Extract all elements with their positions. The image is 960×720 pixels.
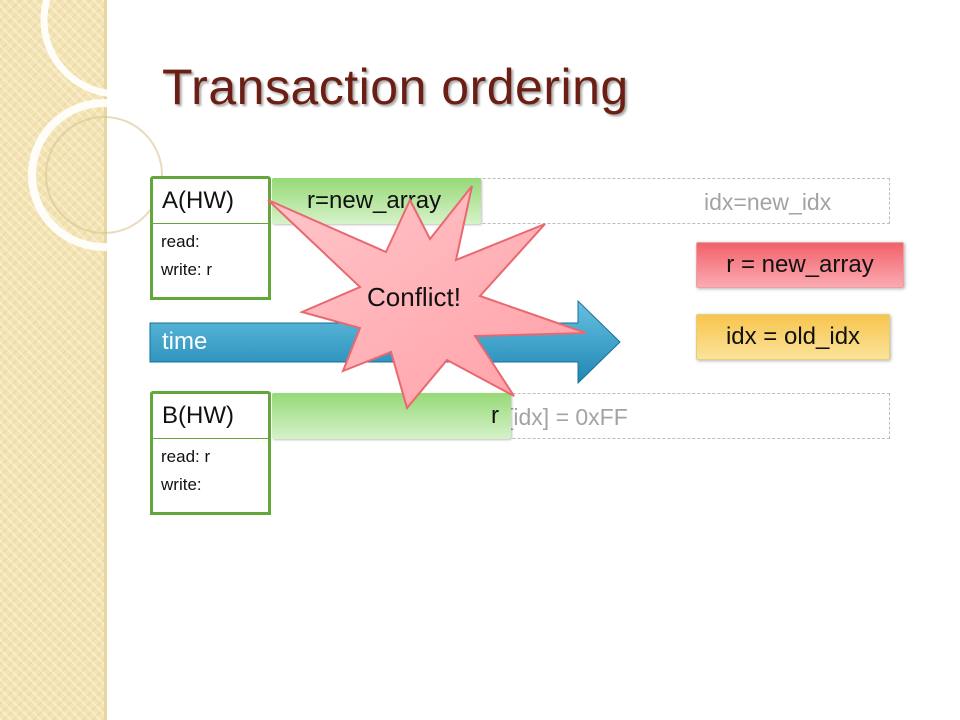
transaction-b-info: read: r write: [150,439,271,515]
transaction-b-op-prefix: r [491,402,499,429]
result-r-value: r = new_array [696,242,904,288]
conflict-label: Conflict! [367,282,461,312]
slide-title: Transaction ordering [162,59,629,115]
time-label: time [162,328,208,355]
result-idx-value: idx = old_idx [696,314,890,360]
transaction-a-info: read: write: r [150,224,271,300]
decorative-divider [104,0,107,720]
transaction-b-label: B(HW) [150,391,271,441]
transaction-a-op1: r=new_array [307,187,442,214]
decorative-circles-icon [28,0,196,251]
transaction-a-op1-bar: r=new_array [272,178,481,224]
transaction-a-read: read: [161,232,200,251]
transaction-b-write: write: [161,475,202,494]
transaction-b-read: read: r [161,447,211,466]
transaction-a-write: write: r [161,260,212,279]
transaction-a-label: A(HW) [150,176,271,226]
transaction-a-op2: idx=new_idx [704,189,832,215]
transaction-b-op-rest: [idx] = 0xFF [507,404,628,430]
transaction-b-op-bar: r [272,393,511,439]
